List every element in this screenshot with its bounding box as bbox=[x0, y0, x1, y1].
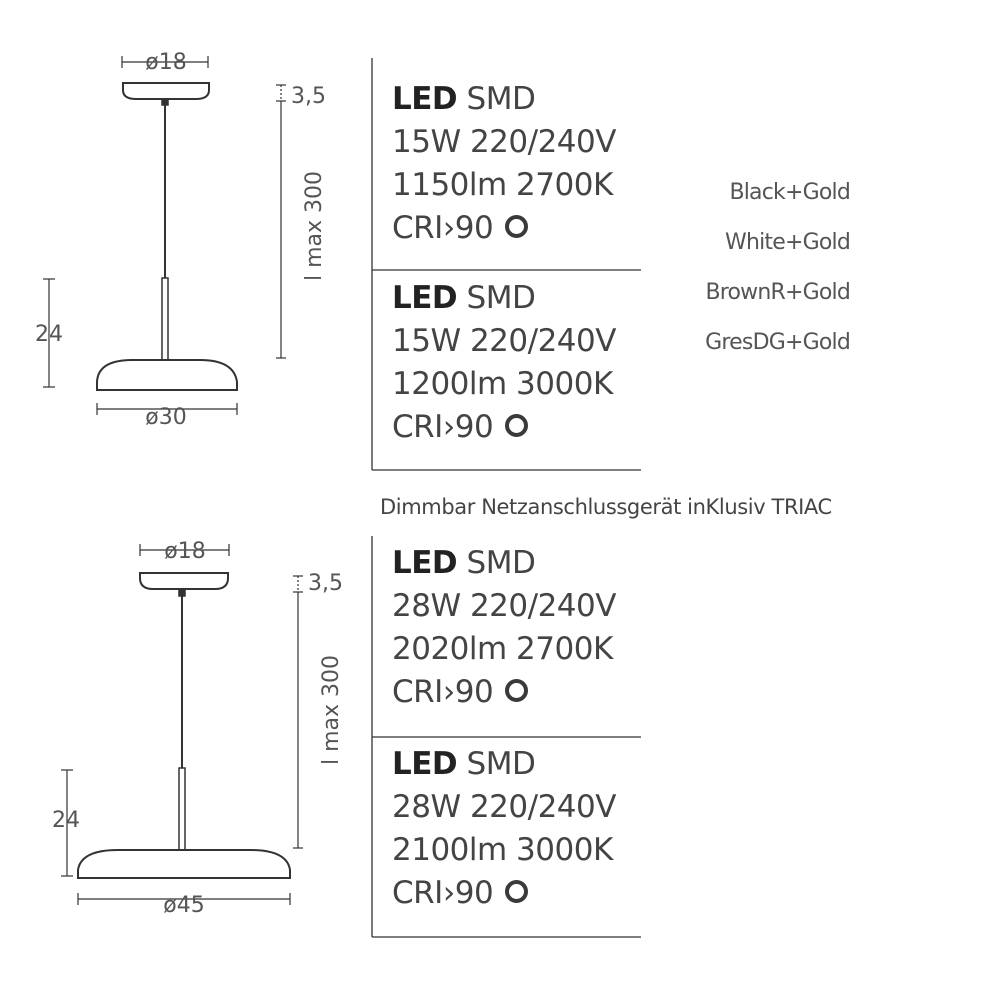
ring-icon bbox=[505, 215, 529, 238]
ring-icon bbox=[505, 880, 529, 903]
color-option: GresDG+Gold bbox=[705, 330, 851, 355]
bottom-shade-diameter-label: ø45 bbox=[163, 893, 204, 918]
spec-power: 28W 220/240V bbox=[392, 789, 616, 825]
bottom-shade-height-label: 24 bbox=[52, 808, 80, 833]
top-shade-diameter-label: ø30 bbox=[145, 405, 186, 430]
spec-lumen: 2100lm 3000K bbox=[392, 832, 613, 868]
spec-led-label: LED bbox=[392, 81, 458, 117]
top-canopy-diameter-label: ø18 bbox=[145, 50, 186, 75]
bottom-canopy-diameter-label: ø18 bbox=[164, 539, 205, 564]
ring-icon bbox=[505, 679, 529, 702]
color-option: White+Gold bbox=[725, 230, 851, 255]
color-option: Black+Gold bbox=[729, 180, 850, 205]
top-lamp-drawing bbox=[43, 56, 286, 415]
bottom-lamp-drawing bbox=[61, 544, 303, 905]
spec-led-label: LED bbox=[392, 280, 458, 316]
spec-cri: CRI›90 bbox=[392, 674, 494, 710]
top-canopy-height-label: 3,5 bbox=[291, 84, 326, 109]
color-options: Black+Gold White+Gold BrownR+Gold GresDG… bbox=[700, 176, 851, 376]
spec-led-label: LED bbox=[392, 545, 458, 581]
spec-table-lines bbox=[371, 58, 641, 938]
bottom-cable-length-label: l max 300 bbox=[319, 655, 344, 765]
ring-icon bbox=[505, 414, 529, 437]
spec-block-bottom-1: LED SMD 28W 220/240V 2020lm 2700K CRI›90 bbox=[392, 542, 616, 714]
spec-lumen: 1150lm 2700K bbox=[392, 167, 613, 203]
bottom-canopy-height-label: 3,5 bbox=[308, 571, 343, 596]
spec-lumen: 1200lm 3000K bbox=[392, 366, 613, 402]
spec-cri: CRI›90 bbox=[392, 875, 494, 911]
spec-cri: CRI›90 bbox=[392, 210, 494, 246]
spec-power: 15W 220/240V bbox=[392, 124, 616, 160]
spec-type-label: SMD bbox=[466, 280, 536, 316]
spec-type-label: SMD bbox=[466, 545, 536, 581]
spec-power: 15W 220/240V bbox=[392, 323, 616, 359]
spec-type-label: SMD bbox=[466, 746, 536, 782]
spec-cri: CRI›90 bbox=[392, 409, 494, 445]
spec-led-label: LED bbox=[392, 746, 458, 782]
spec-block-bottom-2: LED SMD 28W 220/240V 2100lm 3000K CRI›90 bbox=[392, 743, 616, 915]
top-shade-height-label: 24 bbox=[35, 322, 63, 347]
spec-block-top-1: LED SMD 15W 220/240V 1150lm 2700K CRI›90 bbox=[392, 78, 616, 250]
spec-power: 28W 220/240V bbox=[392, 588, 616, 624]
color-option: BrownR+Gold bbox=[705, 280, 850, 305]
spec-lumen: 2020lm 2700K bbox=[392, 631, 613, 667]
top-cable-length-label: l max 300 bbox=[302, 171, 327, 281]
spec-block-top-2: LED SMD 15W 220/240V 1200lm 3000K CRI›90 bbox=[392, 277, 616, 449]
driver-note: Dimmbar Netzanschlussgerät inKlusiv TRIA… bbox=[380, 495, 832, 519]
spec-type-label: SMD bbox=[466, 81, 536, 117]
